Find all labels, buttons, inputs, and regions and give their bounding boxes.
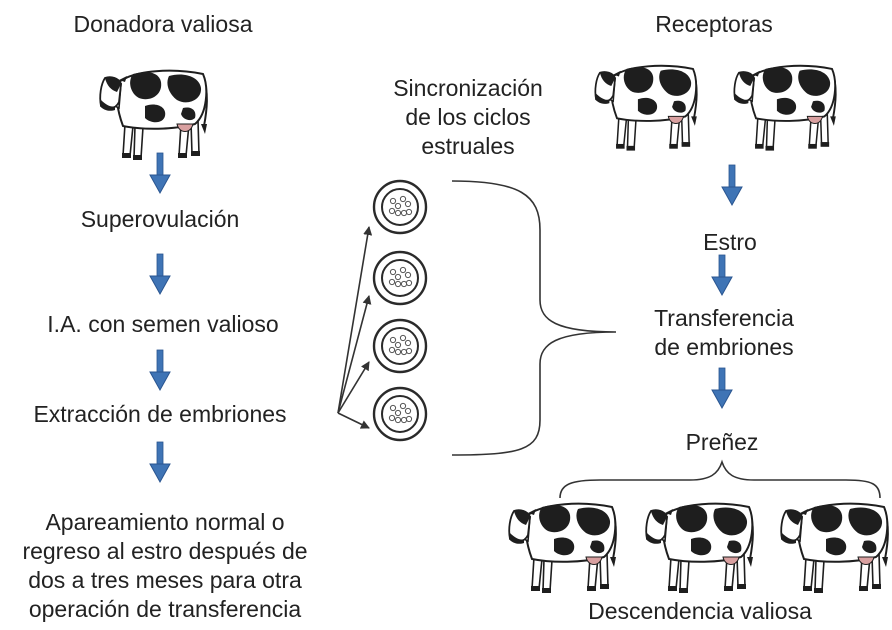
down-arrow-icon <box>711 254 733 296</box>
step-insemination: I.A. con semen valioso <box>47 311 279 337</box>
offspring-brace <box>559 459 881 499</box>
final-note-line: dos a tres meses para otra <box>28 567 302 593</box>
embryo-dish-icon <box>372 386 428 442</box>
final-note-line: Apareamiento normal o <box>45 509 285 535</box>
extraction-fan-arrows <box>337 226 373 429</box>
transfer-brace <box>451 180 617 456</box>
down-arrow-icon <box>149 441 171 483</box>
transfer-label: Transferencia de embriones <box>624 304 824 362</box>
offspring-cow-icon <box>645 502 754 594</box>
embryo-dish-icon <box>372 250 428 306</box>
final-note-line: operación de transferencia <box>28 596 302 622</box>
step-embryo-extraction: Extracción de embriones <box>33 401 287 427</box>
down-arrow-icon <box>721 164 743 206</box>
step-superovulation: Superovulación <box>80 206 240 232</box>
donor-cow-icon <box>99 69 208 161</box>
donor-title: Donadora valiosa <box>73 11 253 37</box>
donor-final-note: Apareamiento normal o regreso al estro d… <box>0 508 330 624</box>
transfer-label-line: de embriones <box>654 334 794 360</box>
embryo-dish-icon <box>372 318 428 374</box>
sync-label: Sincronización de los ciclos estruales <box>368 74 568 161</box>
embryo-dish-icon <box>372 179 428 235</box>
offspring-cow-icon <box>508 502 617 594</box>
sync-label-line: Sincronización <box>393 75 543 101</box>
offspring-cow-icon <box>780 502 889 594</box>
down-arrow-icon <box>149 253 171 295</box>
recipient-cow-icon <box>594 64 698 152</box>
recipient-cow-icon <box>733 64 837 152</box>
sync-label-line: estruales <box>421 133 515 159</box>
offspring-label: Descendencia valiosa <box>588 598 812 624</box>
down-arrow-icon <box>711 367 733 409</box>
sync-label-line: de los ciclos <box>405 104 531 130</box>
transfer-label-line: Transferencia <box>654 305 794 331</box>
down-arrow-icon <box>149 152 171 194</box>
final-note-line: regreso al estro después de <box>22 538 308 564</box>
estro-label: Estro <box>703 229 757 255</box>
pregnancy-label: Preñez <box>685 429 759 455</box>
recipients-title: Receptoras <box>655 11 773 37</box>
down-arrow-icon <box>149 349 171 391</box>
